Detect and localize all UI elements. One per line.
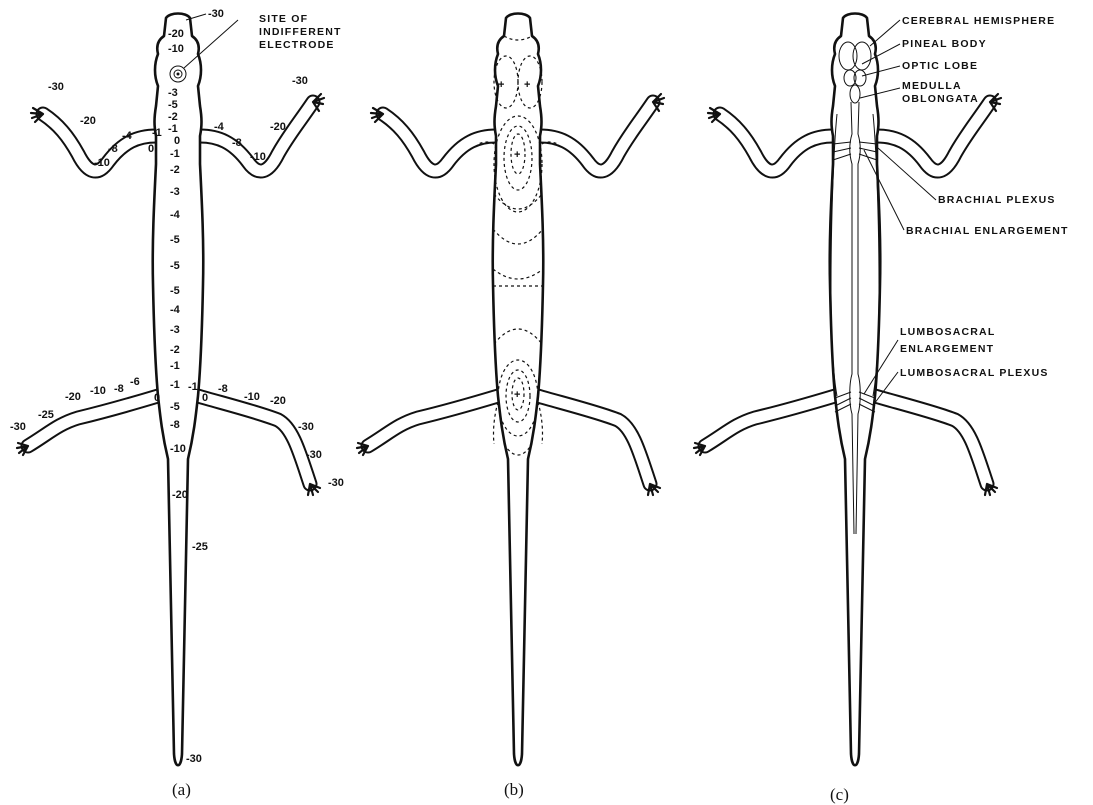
right-hindlimb-value: -30 [298,421,314,433]
midline-value: -30 [186,753,202,765]
midline-value: -5 [170,285,180,297]
electrode-label-3: ELECTRODE [259,39,335,51]
left-forelimb-value: -8 [108,143,118,155]
right-hindlimb-value: -1 [188,381,198,393]
midline-value: -1 [170,379,180,391]
left-hindlimb-value: -10 [90,385,106,397]
left-forelimb-value: -10 [94,157,110,169]
midline-value: -4 [170,209,181,221]
label-oblongata: OBLONGATA [902,93,979,105]
midline-value: -20 [168,28,184,40]
midline-value: -3 [168,87,178,99]
right-forelimb-value: -20 [270,121,286,133]
left-forelimb-value: -4 [122,130,133,142]
caption-b: (b) [504,780,524,799]
caption-a: (a) [172,780,191,799]
left-hindlimb-value: -20 [65,391,81,403]
midline-value: -5 [170,260,180,272]
left-forelimb-value: -30 [48,81,64,93]
midline-value: -1 [168,123,178,135]
midline-value: -1 [170,360,180,372]
caption-c: (c) [830,785,849,804]
midline-value: -30 [208,8,224,20]
right-hindlimb-value: -20 [270,395,286,407]
label-medulla: MEDULLA [902,80,962,92]
plus-mark: + [514,149,520,161]
electrode-label-2: INDIFFERENT [259,26,342,38]
midline-value: -25 [192,541,208,553]
midline-value: -3 [170,186,180,198]
plus-mark: + [514,389,520,401]
left-forelimb-value: -20 [80,115,96,127]
right-hindlimb-value: 0 [202,392,208,404]
right-hindlimb-value: -30 [328,477,344,489]
midline-value: -3 [170,324,180,336]
midline-value: -4 [170,304,181,316]
right-hindlimb-value: -8 [218,383,228,395]
left-hindlimb-value: -25 [38,409,54,421]
right-forelimb-value: -8 [232,137,242,149]
left-forelimb-value: 0 [148,143,154,155]
midline-value: -10 [168,43,184,55]
left-hindlimb-value: -8 [114,383,124,395]
midline-value: -5 [170,234,180,246]
label-brachial-plexus: BRACHIAL PLEXUS [938,194,1056,206]
right-hindlimb-value: -30 [306,449,322,461]
right-forelimb-value: -30 [292,75,308,87]
panel-c [694,14,1001,766]
midline-value: -20 [172,489,188,501]
midline-value: -10 [170,443,186,455]
label-lumbosacral: LUMBOSACRAL [900,326,995,338]
plus-mark: + [524,79,530,91]
panel-b [357,14,664,766]
midline-value: -2 [170,164,180,176]
plus-mark: + [498,79,504,91]
label-lumbosacral-plexus: LUMBOSACRAL PLEXUS [900,367,1049,379]
midline-value: -5 [168,99,178,111]
left-forelimb-value: -1 [152,127,162,139]
midline-value: -2 [168,111,178,123]
label-brachial-enlargement: BRACHIAL ENLARGEMENT [906,225,1069,237]
electrode-label-1: SITE OF [259,13,308,25]
left-hindlimb-value: 0 [154,392,160,404]
right-forelimb-value: -10 [250,151,266,163]
label-pineal-body: PINEAL BODY [902,38,987,50]
right-hindlimb-value: -10 [244,391,260,403]
left-hindlimb-value: -30 [10,421,26,433]
midline-value: 0 [174,135,180,147]
midline-value: -2 [170,344,180,356]
midline-value: -8 [170,419,180,431]
label-optic-lobe: OPTIC LOBE [902,60,978,72]
left-hindlimb-value: -6 [130,376,140,388]
right-forelimb-value: -4 [214,121,225,133]
midline-value: -1 [170,148,180,160]
label-cerebral-hemisphere: CEREBRAL HEMISPHERE [902,15,1055,27]
label-enlargement: ENLARGEMENT [900,343,994,355]
midline-value: -5 [170,401,180,413]
